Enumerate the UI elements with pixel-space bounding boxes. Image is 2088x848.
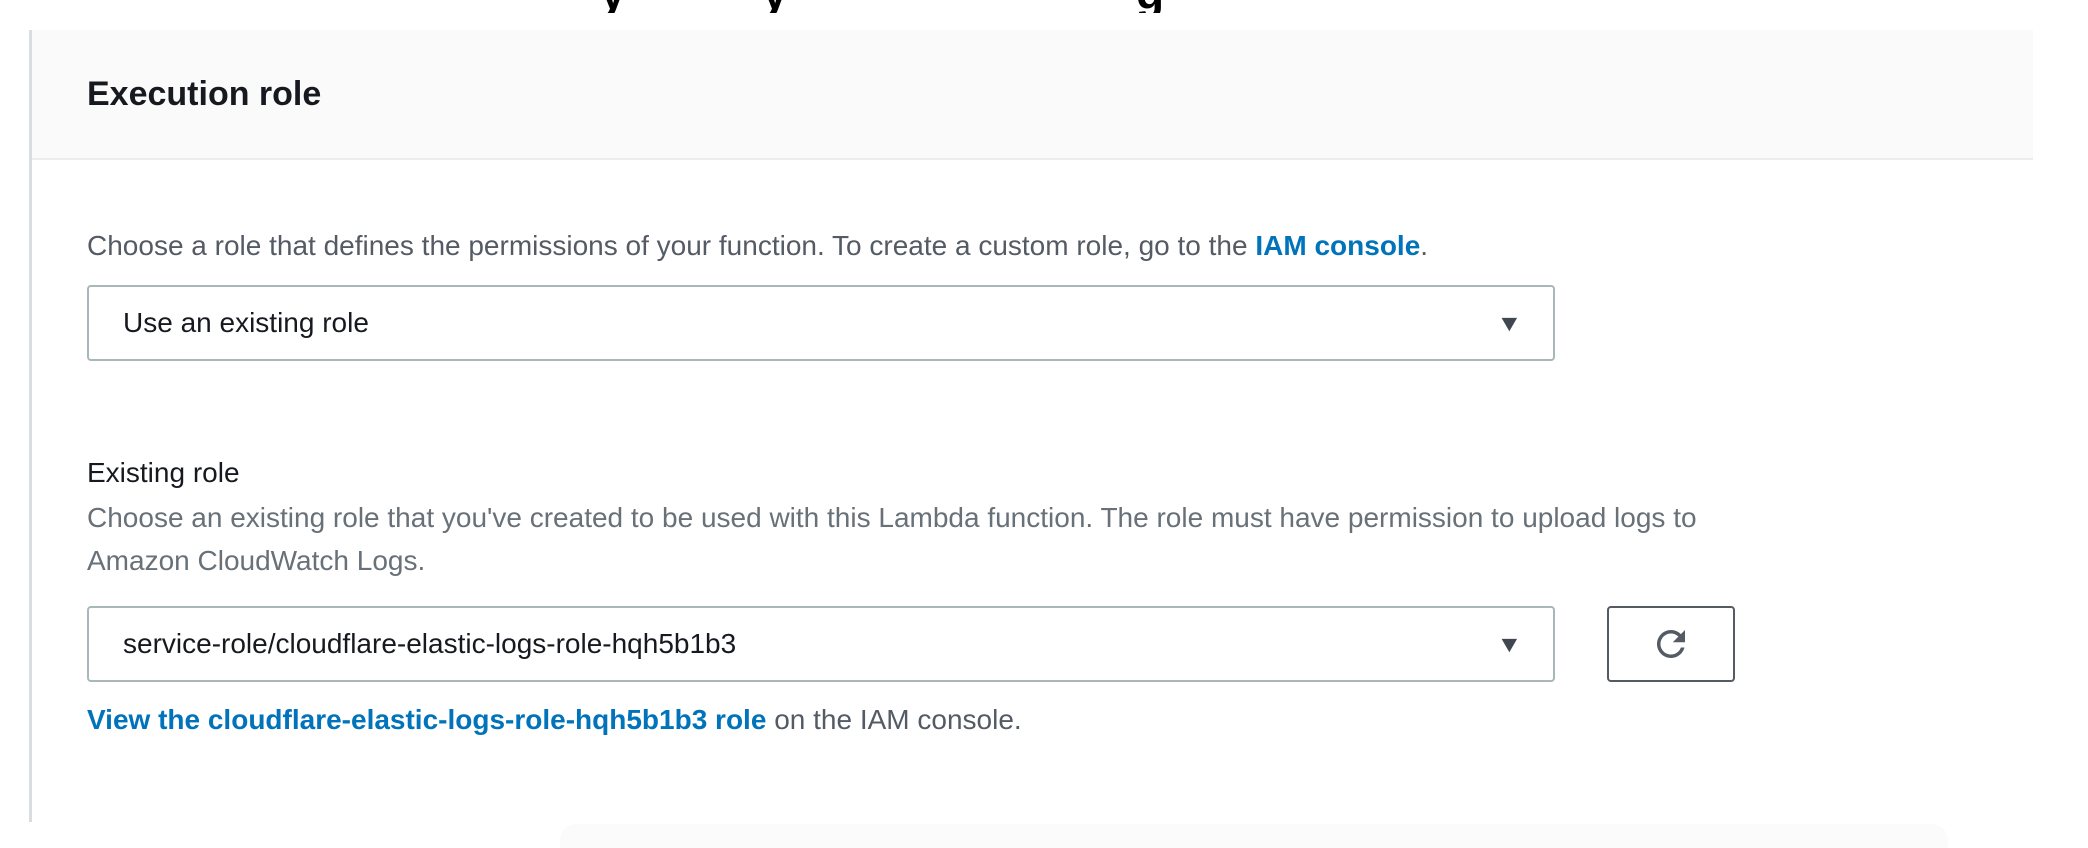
chevron-down-icon: ▼	[1496, 630, 1523, 657]
execution-role-section: Execution role Choose a role that define…	[29, 30, 2033, 822]
existing-role-description-line1: Choose an existing role that you've crea…	[87, 502, 1697, 534]
role-helper-text: Choose a role that defines the permissio…	[87, 226, 1978, 265]
view-role-line: View the cloudflare-elastic-logs-role-hq…	[87, 704, 1978, 736]
clipped-glyph: y	[762, 0, 788, 13]
role-source-select-value: Use an existing role	[123, 307, 369, 339]
view-role-suffix: on the IAM console.	[766, 704, 1022, 736]
next-panel-top-edge	[560, 824, 1948, 848]
role-source-select[interactable]: Use an existing role ▼	[87, 285, 1555, 362]
refresh-icon	[1650, 623, 1692, 665]
existing-role-description-line2: Amazon CloudWatch Logs.	[87, 544, 426, 576]
existing-role-select[interactable]: service-role/cloudflare-elastic-logs-rol…	[87, 606, 1555, 683]
existing-role-row: service-role/cloudflare-elastic-logs-rol…	[87, 606, 1978, 683]
existing-role-label: Existing role	[87, 457, 240, 489]
existing-role-select-value: service-role/cloudflare-elastic-logs-rol…	[123, 628, 737, 660]
helper-text-suffix: .	[1420, 230, 1429, 261]
refresh-roles-button[interactable]	[1607, 606, 1735, 683]
section-title: Execution role	[87, 74, 322, 113]
helper-text-prefix: Choose a role that defines the permissio…	[87, 230, 1256, 261]
clipped-glyph: y	[600, 0, 626, 13]
view-role-link[interactable]: View the cloudflare-elastic-logs-role-hq…	[87, 704, 767, 736]
section-header: Execution role	[32, 30, 2033, 160]
existing-role-description: Choose an existing role that you've crea…	[87, 497, 1978, 582]
clipped-text-fragments: y y g	[0, 0, 2088, 13]
iam-console-link[interactable]: IAM console	[1255, 230, 1421, 261]
chevron-down-icon: ▼	[1496, 309, 1523, 336]
clipped-glyph: g	[1136, 0, 1164, 13]
section-body: Choose a role that defines the permissio…	[32, 160, 2033, 736]
